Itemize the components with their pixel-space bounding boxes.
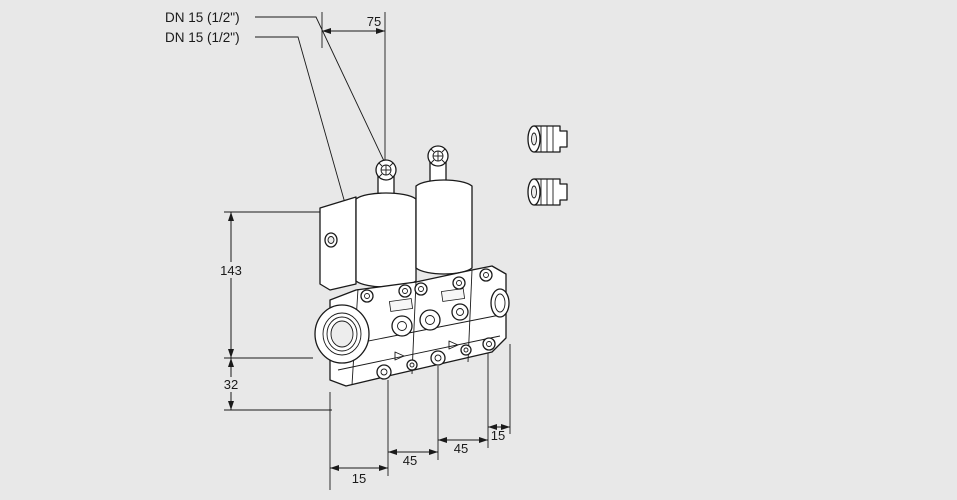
pipe-flange-left <box>314 304 370 364</box>
leader-lines <box>255 16 385 229</box>
flow-arrow-icon <box>394 351 405 361</box>
dim-45-right-value: 45 <box>454 441 468 456</box>
solenoid-coil-left <box>355 159 417 288</box>
dim-15-left-value: 15 <box>352 471 366 486</box>
valve-assembly <box>314 145 510 387</box>
dimension-143: 143 <box>214 211 332 359</box>
type-plate-right <box>440 288 466 302</box>
dimension-45-left: 45 <box>388 449 438 468</box>
type-plate-left <box>388 298 414 312</box>
dim-15-right-value: 15 <box>491 428 505 443</box>
dimension-75: 75 <box>321 12 386 160</box>
dimension-15-left: 15 <box>330 465 388 486</box>
pipe-flange-right <box>490 288 510 318</box>
dn-label-top: DN 15 (1/2") <box>165 10 240 25</box>
dimension-32: 32 <box>217 358 332 411</box>
spare-fitting-top <box>527 125 568 153</box>
flow-arrow-icons <box>394 340 459 361</box>
screws-top-row <box>360 268 493 303</box>
solenoid-coil-right <box>415 145 473 275</box>
dim-143-value: 143 <box>220 263 242 278</box>
dim-32-value: 32 <box>224 377 238 392</box>
adjustment-nut-right <box>427 145 449 167</box>
dim-45-left-value: 45 <box>403 453 417 468</box>
dimension-45-right: 45 <box>438 437 488 456</box>
ports-mid-row <box>391 303 469 337</box>
dimension-15-right: 15 <box>488 424 510 443</box>
screws-bottom-row <box>376 337 496 380</box>
adjustment-nut-left <box>375 159 397 181</box>
dim-75-value: 75 <box>367 14 381 29</box>
spare-fitting-bottom <box>527 178 568 206</box>
dn-label-bottom: DN 15 (1/2") <box>165 30 240 45</box>
flow-arrow-icon <box>448 340 459 350</box>
mounting-bracket <box>319 196 357 291</box>
dimension-chain-bottom: 15 45 45 15 <box>329 344 511 490</box>
